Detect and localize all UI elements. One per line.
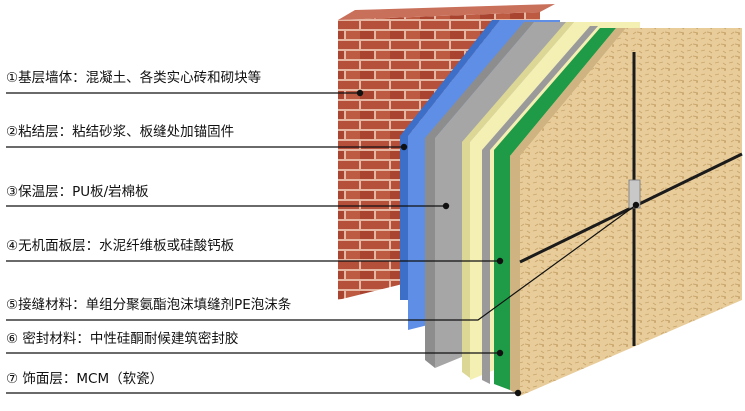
leader-dot-3 bbox=[442, 202, 450, 210]
leader-dot-5 bbox=[632, 201, 640, 209]
leader-line-5 bbox=[6, 204, 637, 321]
finish-layer-face bbox=[520, 28, 742, 396]
panel-layer-side bbox=[462, 22, 574, 378]
label-finish-layer: ⑦ 饰面层：MCM（软瓷） bbox=[6, 371, 164, 387]
leader-dot-1 bbox=[356, 89, 364, 97]
label-sealant-material: ⑥ 密封材料：中性硅酮耐候建筑密封胶 bbox=[6, 331, 239, 347]
leader-dot-7 bbox=[514, 389, 522, 397]
anchor-fixing bbox=[628, 179, 641, 209]
label-insulation-layer: ③保温层：PU板/岩棉板 bbox=[6, 184, 149, 200]
label-panel-layer: ④无机面板层：水泥纤维板或硅酸钙板 bbox=[6, 238, 235, 254]
label-joint-material: ⑤接缝材料：单组分聚氨酯泡沫填缝剂PE泡沫条 bbox=[6, 297, 292, 313]
insulation-layer-side bbox=[425, 22, 534, 368]
leader-dot-6 bbox=[496, 349, 504, 357]
brick-wall-top bbox=[338, 4, 555, 20]
leader-dot-2 bbox=[400, 143, 408, 151]
leader-dot-4 bbox=[496, 257, 504, 265]
label-adhesive-layer: ②粘结层：粘结砂浆、板缝处加锚固件 bbox=[6, 124, 235, 140]
label-base-wall: ①基层墙体：混凝土、各类实心砖和砌块等 bbox=[6, 70, 262, 86]
sealant-layer bbox=[494, 28, 616, 390]
adhesive-layer-side bbox=[400, 20, 500, 300]
leader-lines bbox=[6, 89, 640, 397]
